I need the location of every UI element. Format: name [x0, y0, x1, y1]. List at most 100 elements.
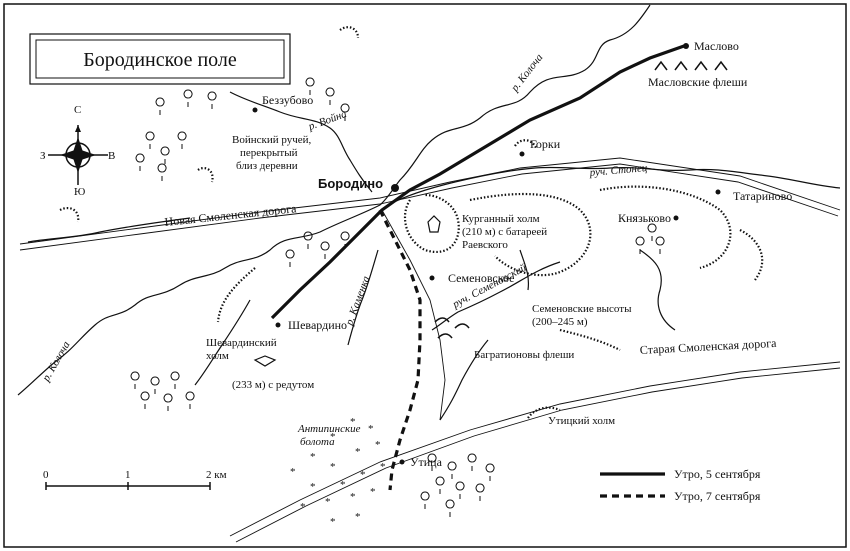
- svg-text:*: *: [310, 481, 316, 493]
- hill-nw-hachure: [339, 26, 360, 39]
- compass-w: З: [40, 150, 46, 162]
- label-gorki: Горки: [530, 137, 561, 151]
- label-tatarinovo: Татариново: [733, 189, 792, 203]
- svg-text:*: *: [368, 423, 374, 435]
- svg-text:*: *: [330, 431, 336, 443]
- semenovsky-stream: [431, 261, 561, 331]
- label-utitsa: Утица: [410, 455, 443, 469]
- scale-bar: [45, 482, 211, 490]
- hill-e-hachure: [739, 229, 764, 281]
- legend-7-sept: Утро, 7 сентября: [674, 489, 761, 503]
- stream-4: [439, 339, 489, 421]
- kurgan-label-2: (210 м) с батареей: [462, 226, 547, 238]
- map-title: Бородинское поле: [83, 49, 237, 71]
- voyna-note-2: перекрытый: [240, 147, 298, 159]
- svg-text:*: *: [290, 466, 296, 478]
- stonets-stream: [387, 166, 841, 206]
- old-smolensk-road-label: Старая Смоленская дорога: [639, 336, 777, 357]
- kolocha-label-w: р. Колоча: [40, 339, 73, 384]
- redoubt-label: (233 м) с редутом: [232, 379, 314, 391]
- stonets-label: руч. Стонец: [588, 162, 648, 179]
- hill-sw-hachure: [59, 206, 80, 223]
- bagration-label: Багратионовы флеши: [474, 349, 574, 361]
- svg-text:*: *: [340, 479, 346, 491]
- svg-text:*: *: [375, 439, 381, 451]
- title-box-inner: [35, 39, 285, 79]
- swamp-marks: *** *** *** *** *** ***: [290, 416, 386, 528]
- semenovsk-heights-hachure: [469, 192, 592, 277]
- knyazkovo-hill-hachure: [599, 185, 732, 270]
- north-arrow-icon: [75, 125, 81, 132]
- svg-text:*: *: [370, 486, 376, 498]
- svg-text:*: *: [310, 451, 316, 463]
- label-knyazkovo: Князьково: [618, 211, 671, 225]
- voyna-note-3: близ деревни: [236, 160, 298, 172]
- scale-label-0: 0: [43, 469, 49, 481]
- label-semenovskoe: Семеновское: [448, 271, 514, 285]
- svg-text:*: *: [300, 501, 306, 513]
- roads: [19, 157, 841, 543]
- label-bezzubovo: Беззубово: [262, 93, 313, 107]
- hill-s-hachure: [559, 328, 621, 351]
- svg-text:*: *: [360, 469, 366, 481]
- scale-label-1: 1: [125, 469, 131, 481]
- label-maslov-fleches: Масловские флеши: [648, 75, 748, 89]
- label-borodino: Бородино: [318, 176, 383, 191]
- new-smolensk-road-label: Новая Смоленская дорога: [164, 201, 298, 229]
- label-shevardino: Шевардино: [288, 318, 347, 332]
- compass-n: С: [74, 104, 81, 116]
- map-frame: [3, 3, 847, 548]
- old-smolensk-road: [229, 361, 841, 537]
- shevardino-hachure: [216, 267, 256, 323]
- svg-text:*: *: [380, 461, 386, 473]
- stream-2: [194, 299, 251, 386]
- semen-heights-label-2: (200–245 м): [532, 316, 588, 328]
- settlement-dots: [252, 43, 721, 465]
- svg-text:*: *: [325, 496, 331, 508]
- stream-1: [639, 249, 676, 331]
- svg-text:*: *: [330, 516, 336, 528]
- antipinsk-label-1: Антипинские: [297, 423, 361, 435]
- scale-label-2: 2 км: [206, 469, 227, 481]
- utitsky-hill-label: Утицкий холм: [548, 415, 615, 427]
- kolocha-river-w: [17, 204, 381, 396]
- svg-text:*: *: [350, 491, 356, 503]
- kamenka-river: [347, 249, 379, 346]
- stream-5: [27, 217, 191, 243]
- voyna-label: р. Война: [306, 108, 349, 133]
- hills: [59, 26, 764, 419]
- compass: [48, 125, 108, 185]
- antipinsk-label-2: болота: [300, 436, 335, 448]
- legend-5-sept: Утро, 5 сентября: [674, 467, 761, 481]
- trees: [130, 77, 665, 517]
- semen-heights-label-1: Семеновские высоты: [532, 303, 632, 315]
- shevardino-redoubt: [253, 355, 277, 367]
- compass-s: Ю: [74, 186, 85, 198]
- bagration-fleches-mark: [434, 317, 470, 339]
- shev-hill-label-1: Шевардинский: [206, 337, 277, 349]
- raevsky-redoubt: [427, 215, 441, 233]
- compass-e: В: [108, 150, 115, 162]
- voyna-note-1: Войнский ручей,: [232, 134, 312, 146]
- utitsky-hill-hachure: [527, 406, 561, 419]
- label-maslovo: Маслово: [694, 39, 739, 53]
- svg-text:*: *: [330, 461, 336, 473]
- kurgan-label-3: Раевского: [462, 239, 508, 251]
- new-smolensk-road: [19, 157, 841, 245]
- hill-w-hachure: [197, 166, 214, 183]
- stream-3: [519, 249, 530, 291]
- svg-text:*: *: [355, 446, 361, 458]
- kolocha-label-ne: р. Колоча: [508, 51, 545, 94]
- rivers: [17, 4, 841, 421]
- kurgan-hill-hachure: [403, 193, 460, 253]
- semenovsky-label: руч. Семеновский: [450, 262, 529, 312]
- shev-hill-label-2: холм: [206, 350, 229, 362]
- legend: [600, 472, 665, 498]
- kamenka-label: р. Каменка: [343, 274, 372, 328]
- line-5-sept: [270, 44, 685, 320]
- svg-text:*: *: [355, 511, 361, 523]
- kolocha-river-ne: [379, 4, 651, 206]
- kurgan-label-1: Курганный холм: [462, 213, 540, 225]
